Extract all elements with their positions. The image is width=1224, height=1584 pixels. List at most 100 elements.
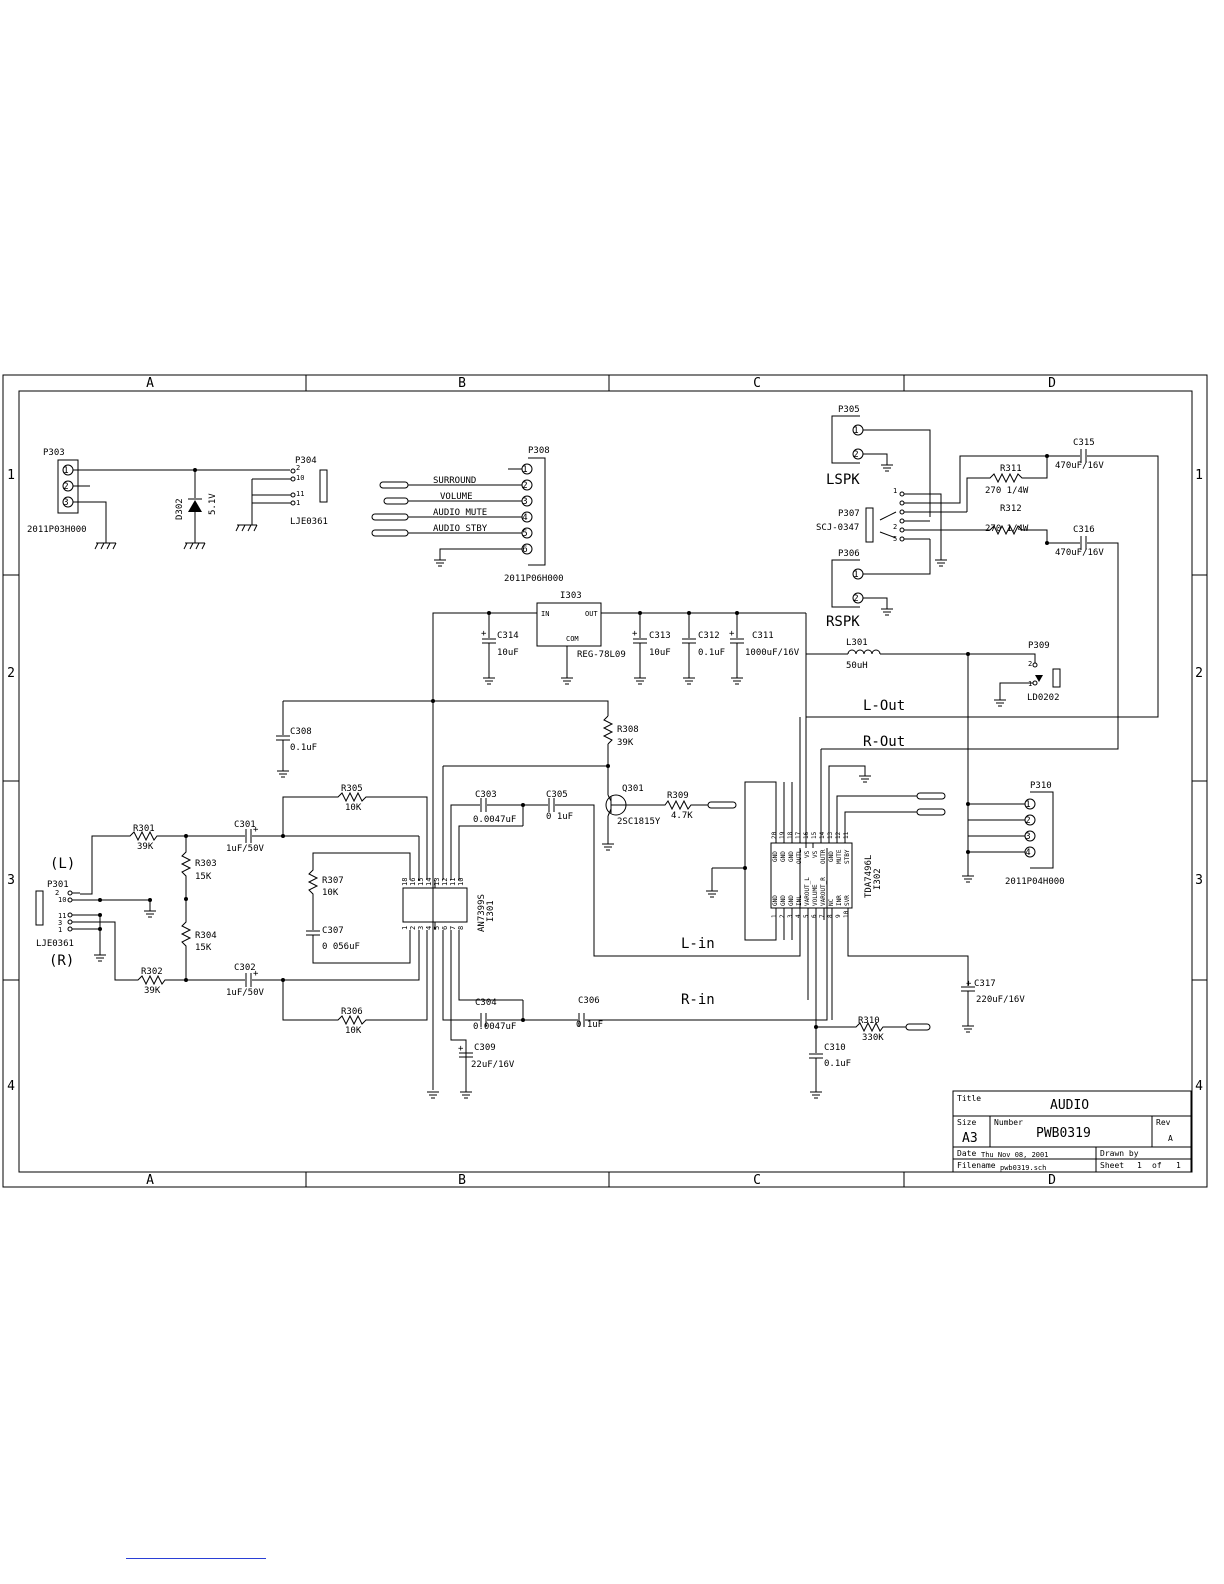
svg-text:12: 12	[835, 831, 842, 839]
svg-text:3: 3	[1025, 832, 1030, 842]
date-label: Date	[957, 1149, 976, 1158]
c315-ref: C315	[1073, 438, 1095, 448]
c302-value: 1uF/50V	[226, 988, 265, 998]
number-label: Number	[994, 1118, 1023, 1127]
svg-text:2: 2	[296, 464, 300, 472]
r306-ref: R306	[341, 1007, 363, 1017]
net-labels-out: L-Out R-Out	[863, 698, 905, 750]
i302-pin-2: GND	[780, 895, 787, 906]
i302-pin-12: MUTE	[836, 849, 843, 864]
p307-ref: P307	[838, 509, 860, 519]
svg-text:8: 8	[457, 926, 465, 930]
i302-pin-17: OUTL	[796, 849, 803, 864]
svg-text:3: 3	[787, 914, 794, 918]
zone-labels: A B C D A B C D 1 2 3 4 1 2 3 4	[7, 376, 1203, 1188]
c301-value: 1uF/50V	[226, 844, 265, 854]
d302-zener: D302 5.1V	[175, 468, 218, 550]
p303-connector: 123 P303 2011P03H000	[27, 448, 290, 550]
c316-value: 470uF/16V	[1055, 548, 1104, 558]
r311-value: 270 1/4W	[985, 486, 1029, 496]
r307-ref: R307	[322, 876, 344, 886]
i302-pin-4: INL	[796, 895, 803, 906]
c311-ref: C311	[752, 631, 774, 641]
svg-text:2: 2	[522, 481, 527, 491]
c310-ref: C310	[824, 1043, 846, 1053]
c304-value: 0.0047uF	[473, 1022, 516, 1032]
c302-ref: C302	[234, 963, 256, 973]
p305-ref: P305	[838, 405, 860, 415]
svg-text:3: 3	[63, 498, 68, 508]
zone-row-2-left: 2	[7, 666, 15, 681]
sheet-frame	[2, 374, 1208, 1188]
svg-text:2: 2	[853, 450, 858, 460]
c313-capacitor: + C313 10uF	[632, 611, 671, 685]
r312-value: 270 1/4W	[985, 524, 1029, 534]
c310-value: 0.1uF	[824, 1059, 851, 1069]
c303-ref: C303	[475, 790, 497, 800]
p305-lspk: P305 12 LSPK	[826, 405, 931, 517]
svg-text:12: 12	[441, 878, 449, 886]
svg-text:1: 1	[1025, 800, 1030, 810]
sheet-label: Sheet	[1100, 1161, 1124, 1170]
p308-pin-audio-stby: AUDIO STBY	[433, 524, 488, 534]
svg-text:5: 5	[433, 926, 441, 930]
i302-pin-13: GND	[828, 851, 835, 862]
p306-rspk: P306 12 RSPK	[826, 539, 931, 630]
p308-pin-audio-mute: AUDIO MUTE	[433, 508, 487, 518]
i302-pin-20: GND	[772, 851, 779, 862]
svg-text:11: 11	[843, 831, 850, 839]
svg-text:1: 1	[296, 499, 300, 507]
q301-transistor: Q301 2SC1815Y	[442, 765, 661, 880]
svg-text:2: 2	[1028, 660, 1032, 668]
c309-capacitor: + C309 22uF/16V	[458, 1040, 515, 1099]
zone-row-1-left: 1	[7, 468, 15, 483]
c306-value: 0 1uF	[576, 1020, 603, 1030]
p308-pin-volume: VOLUME	[440, 492, 473, 502]
r302-value: 39K	[144, 986, 161, 996]
date-value: Thu Nov 08, 2001	[981, 1151, 1048, 1159]
svg-text:5: 5	[893, 535, 897, 543]
c303-value: 0.0047uF	[473, 815, 516, 825]
zone-col-b-top: B	[458, 376, 466, 391]
c312-value: 0.1uF	[698, 648, 725, 658]
p308-pin-surround: SURROUND	[433, 476, 476, 486]
c304-capacitor: C304 0.0047uF	[473, 998, 578, 1032]
svg-text:17: 17	[795, 831, 802, 839]
svg-text:14: 14	[425, 878, 433, 886]
c309-value: 22uF/16V	[471, 1060, 515, 1070]
c312-capacitor: C312 0.1uF	[682, 611, 725, 685]
r310-resistor: R310 330K	[814, 1016, 931, 1043]
svg-text:+: +	[966, 979, 972, 989]
i302-pin-8: NC	[828, 898, 835, 906]
title-block: Title AUDIO Size A3 Number PWB0319 Rev A…	[952, 1090, 1192, 1173]
i302-pin-18: GND	[788, 851, 795, 862]
svg-text:11: 11	[449, 878, 457, 886]
p310-part: 2011P04H000	[1005, 877, 1065, 887]
footer-link-underline[interactable]	[126, 1558, 266, 1559]
svg-text:7: 7	[819, 914, 826, 918]
net-l-out: L-Out	[863, 698, 905, 714]
net-r-in: R-in	[681, 992, 715, 1008]
p303-part: 2011P03H000	[27, 525, 87, 535]
c301-ref: C301	[234, 820, 256, 830]
r306-resistor: R306 10K	[282, 930, 428, 1036]
i303-out: OUT	[585, 610, 598, 618]
channel-l-label: (L)	[50, 856, 75, 872]
c308-ref: C308	[290, 727, 312, 737]
c308-capacitor: C308 0.1uF	[276, 699, 609, 778]
svg-text:11: 11	[58, 912, 66, 920]
r309-resistor: R309 4.7K	[626, 791, 737, 821]
svg-text:2: 2	[55, 889, 59, 897]
p301-part: LJE0361	[36, 939, 74, 949]
c305-ref: C305	[546, 790, 568, 800]
svg-text:11: 11	[296, 490, 304, 498]
svg-text:1: 1	[401, 926, 409, 930]
i302-pin-6: VOLUME	[812, 884, 819, 906]
svg-text:18: 18	[401, 878, 409, 886]
svg-text:16: 16	[409, 878, 417, 886]
i302-pin-14: OUTR	[820, 849, 827, 864]
r310-value: 330K	[862, 1033, 884, 1043]
